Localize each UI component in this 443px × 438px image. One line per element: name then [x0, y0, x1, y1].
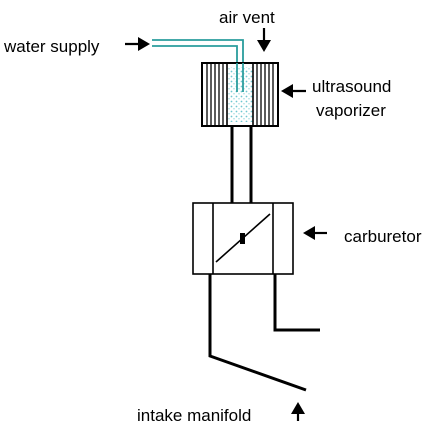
carburetor	[192, 202, 294, 275]
air-vent-label: air vent	[219, 8, 275, 27]
water-mist	[227, 67, 253, 122]
vaporizer-label: vaporizer	[316, 101, 386, 120]
intake-manifold	[208, 274, 320, 392]
ultrasound-label: ultrasound	[312, 77, 391, 96]
carburetor-arrow	[303, 226, 327, 240]
water-supply-arrow	[125, 37, 150, 51]
transducer-fins-right	[256, 63, 274, 126]
air-vent-arrow	[257, 28, 271, 52]
intake-manifold-arrow	[291, 402, 305, 421]
transducer-fins-left	[206, 63, 224, 126]
ultrasound-vaporizer	[201, 62, 279, 127]
vapor-tube	[230, 126, 253, 203]
ultrasound-vaporizer-arrow	[281, 84, 306, 98]
throttle-shaft	[240, 233, 245, 244]
intake-manifold-label: intake manifold	[137, 406, 251, 425]
water-supply-label: water supply	[3, 37, 100, 56]
carburetor-label: carburetor	[344, 227, 422, 246]
